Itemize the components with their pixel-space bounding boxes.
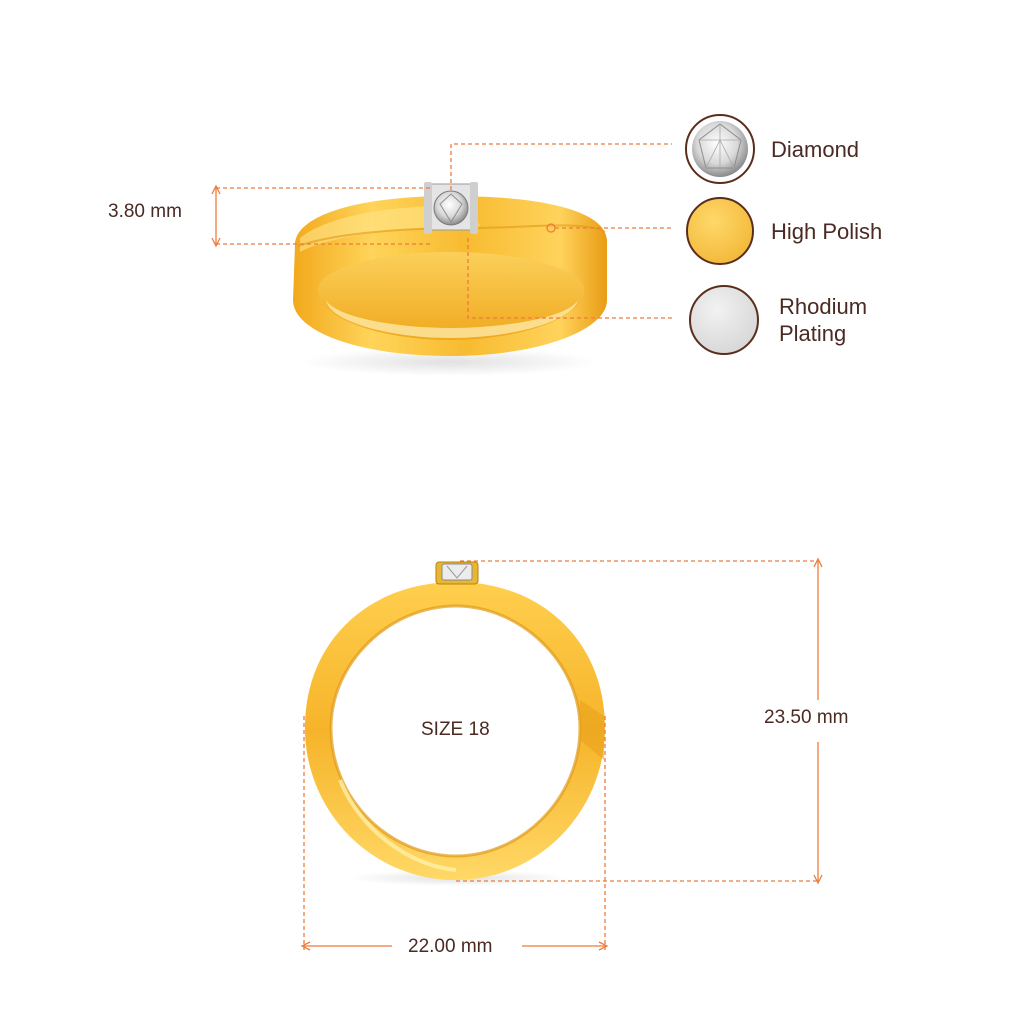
height-dimension-label: 3.80 mm [108, 201, 182, 222]
ring-shadow [300, 348, 600, 376]
legend-swatches [685, 114, 759, 355]
outer-height-dimension-label: 23.50 mm [764, 707, 849, 728]
legend-leaders [450, 143, 672, 319]
gold-swatch-icon [686, 197, 754, 265]
high-polish-marker [546, 223, 556, 233]
outer-width-dimension [300, 716, 609, 951]
outer-height-dimension [456, 557, 823, 885]
ring-size-label: SIZE 18 [421, 719, 490, 740]
leader-rhodium [467, 238, 672, 319]
diamond-icon [685, 114, 755, 184]
rhodium-swatch-icon [689, 285, 759, 355]
leader-diamond [450, 143, 672, 190]
legend-label-rhodium: Rhodium Plating [779, 293, 867, 347]
front-ring-side [580, 700, 604, 760]
ring-front-view [305, 561, 605, 886]
legend-label-high-polish: High Polish [771, 219, 883, 244]
ring-inner-highlight [326, 300, 578, 338]
front-ring-highlight [338, 779, 457, 872]
ring-perspective-view [293, 182, 607, 376]
front-diamond-setting [435, 561, 479, 585]
height-dimension [211, 184, 432, 248]
legend-label-rhodium-line1: Rhodium [779, 294, 868, 319]
legend-label-rhodium-line2: Plating [779, 321, 847, 346]
legend-label-diamond: Diamond [771, 137, 860, 162]
outer-width-dimension-label: 22.00 mm [408, 936, 493, 957]
top-diamond-setting [424, 182, 478, 234]
